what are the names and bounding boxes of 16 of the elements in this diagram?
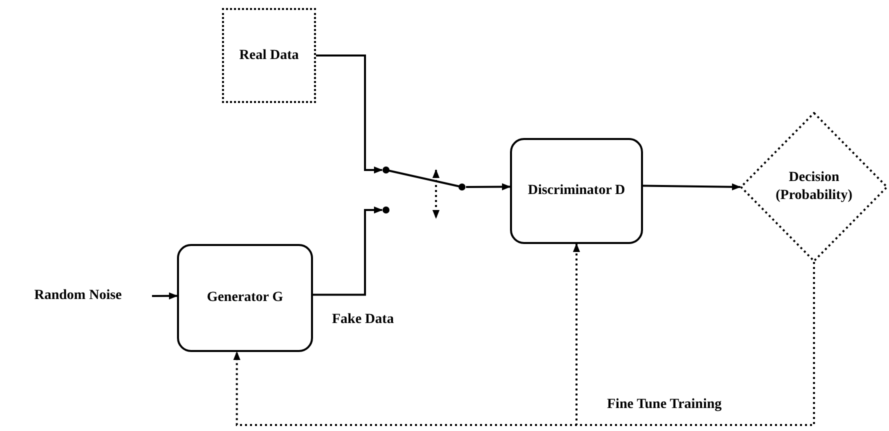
edge-label: Fine Tune Training	[605, 397, 724, 413]
dotted-arrow	[572, 243, 815, 426]
data-box	[222, 8, 316, 103]
arrow	[313, 206, 383, 296]
generator-box	[177, 244, 313, 352]
node-label: Discriminator D	[528, 182, 626, 200]
node-label: Decision (Probability)	[774, 169, 854, 205]
arrow	[152, 292, 178, 300]
input-label: Random Noise	[34, 287, 122, 305]
node-label: Generator G	[206, 289, 284, 307]
node-label: Real Data	[239, 46, 299, 64]
arrow	[316, 54, 383, 174]
discriminator-box	[510, 138, 643, 244]
arrow	[466, 183, 511, 190]
decision-diamond	[740, 112, 888, 262]
arrow	[642, 183, 741, 190]
